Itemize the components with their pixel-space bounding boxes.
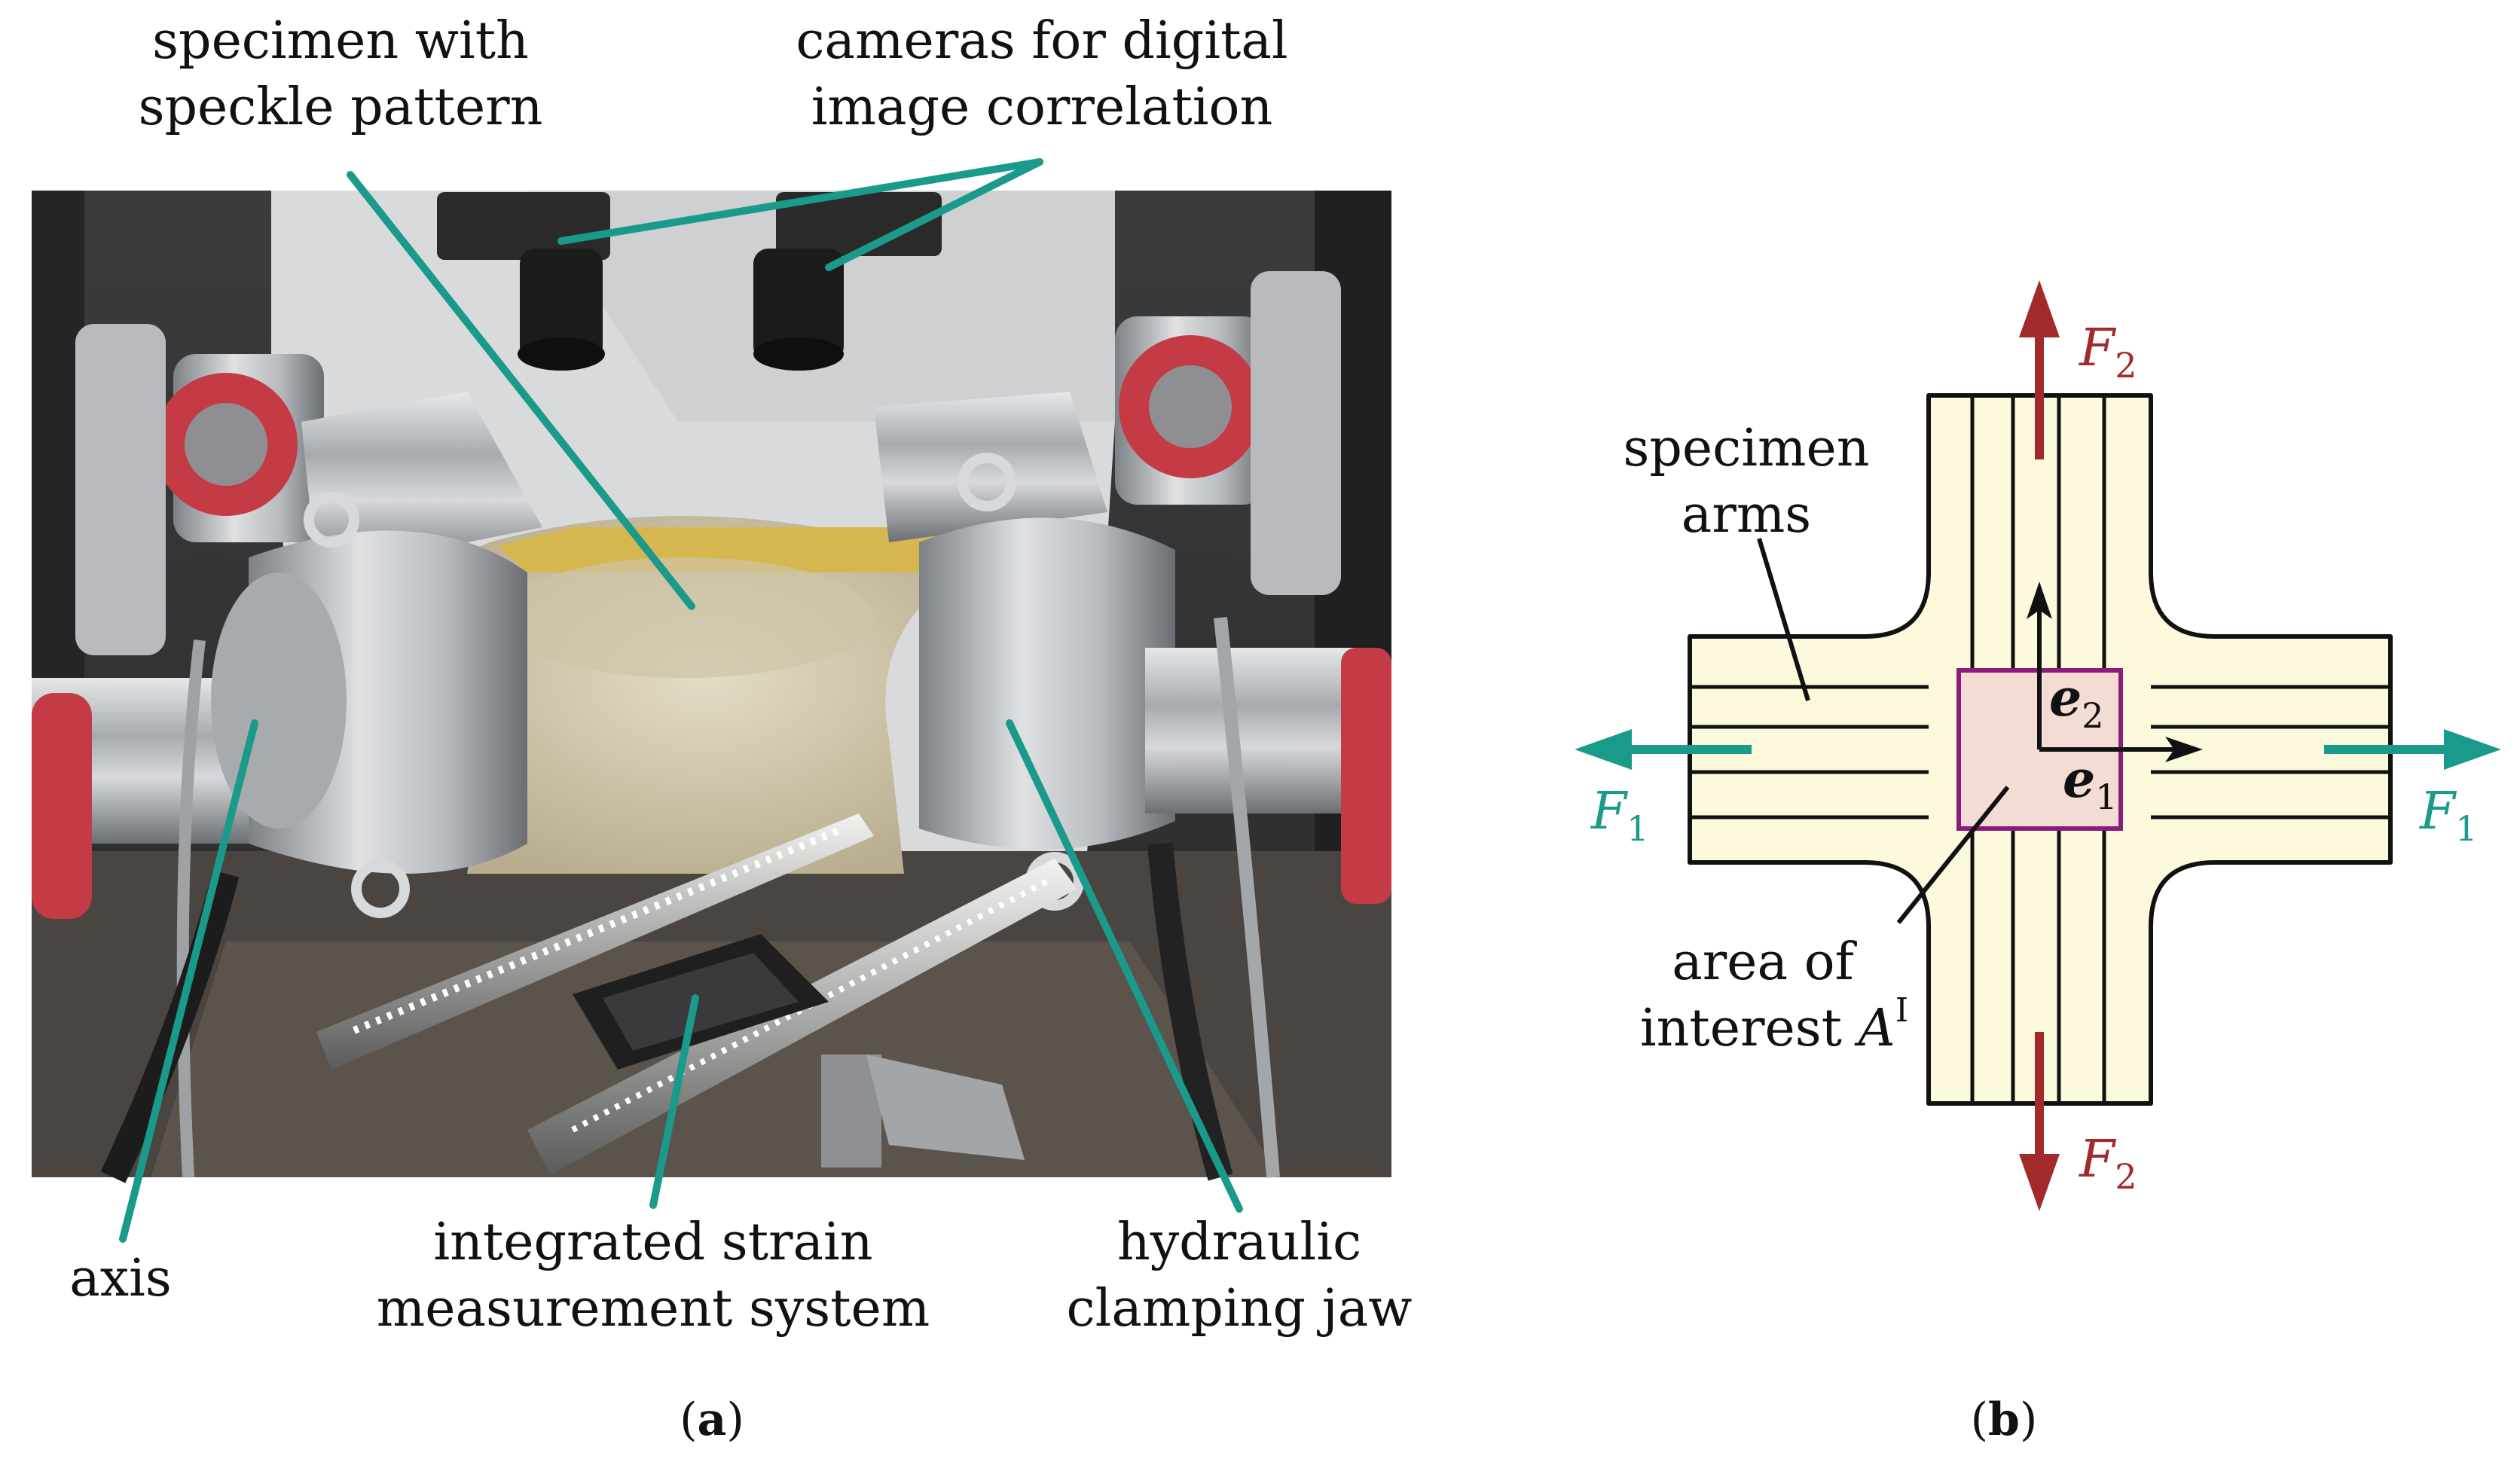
- label-axis: axis: [69, 1249, 172, 1308]
- label-force-1-left: F1: [1590, 782, 1648, 849]
- label-cameras: cameras for digital: [796, 11, 1287, 71]
- strain-measurement-box: [573, 934, 1025, 1167]
- panel-a-leader-lines: [119, 158, 1243, 1243]
- leader-specimen: [347, 171, 695, 610]
- label-specimen-arms: specimen: [1623, 419, 1869, 478]
- label-strain-system: integrated strain: [433, 1213, 872, 1272]
- leader-arms: [1757, 538, 1810, 701]
- front-clamp-left: [32, 492, 527, 919]
- label-specimen-2: speckle pattern: [139, 78, 543, 137]
- label-force-2-top: F2: [2078, 319, 2137, 386]
- label-strain-system-2: measurement system: [377, 1279, 930, 1338]
- label-clamping-jaw: hydraulic: [1117, 1213, 1361, 1272]
- camera-left: [437, 192, 610, 371]
- cruciform-schematic: [1575, 280, 2501, 1211]
- force-arrow-top: [2019, 280, 2060, 459]
- basis-vectors: [2027, 581, 2203, 762]
- force-arrow-right: [2324, 729, 2501, 770]
- slits-bottom: [1970, 829, 2106, 1103]
- label-area-of-interest: area of: [1672, 932, 1857, 992]
- caption-a: (a): [680, 1393, 744, 1446]
- leader-clamping-jaw: [1006, 719, 1243, 1213]
- slits-right: [2151, 685, 2390, 820]
- test-rig-photo: [32, 191, 1391, 1183]
- leader-axis: [119, 719, 258, 1243]
- camera-right: [753, 192, 942, 371]
- label-area-of-interest-2: interest AI: [1640, 991, 1908, 1058]
- force-arrow-bottom: [2019, 1032, 2060, 1211]
- label-specimen-arms-2: arms: [1682, 485, 1811, 545]
- slits-left: [1690, 685, 1929, 820]
- leader-aoi: [1896, 786, 2010, 924]
- rear-clamp-left: [75, 324, 542, 655]
- slits-top: [1970, 395, 2106, 670]
- caption-b: (b): [1971, 1393, 2038, 1446]
- led-light-bar-upper: [316, 813, 874, 1070]
- label-e1: e1: [2063, 749, 2118, 817]
- front-clamp-right: [919, 453, 1391, 911]
- cruciform-specimen: [422, 516, 987, 874]
- label-e2: e2: [2049, 668, 2104, 736]
- label-clamping-jaw-2: clamping jaw: [1067, 1279, 1413, 1338]
- panel-b-labels: specimen arms area of interest AI F2 F2 …: [1590, 319, 2477, 1197]
- label-force-2-bottom: F2: [2078, 1130, 2137, 1197]
- leader-camera-left: [557, 158, 1043, 245]
- label-specimen: specimen with: [152, 11, 529, 71]
- label-force-1-right: F1: [2418, 782, 2477, 849]
- rear-clamp-right: [874, 271, 1341, 595]
- leader-strain-system: [649, 994, 699, 1209]
- label-cameras-2: image correlation: [811, 78, 1273, 137]
- force-arrow-left: [1575, 729, 1752, 770]
- panel-a-labels: specimen with speckle pattern cameras fo…: [69, 11, 1412, 1338]
- leader-camera-right: [825, 158, 1043, 271]
